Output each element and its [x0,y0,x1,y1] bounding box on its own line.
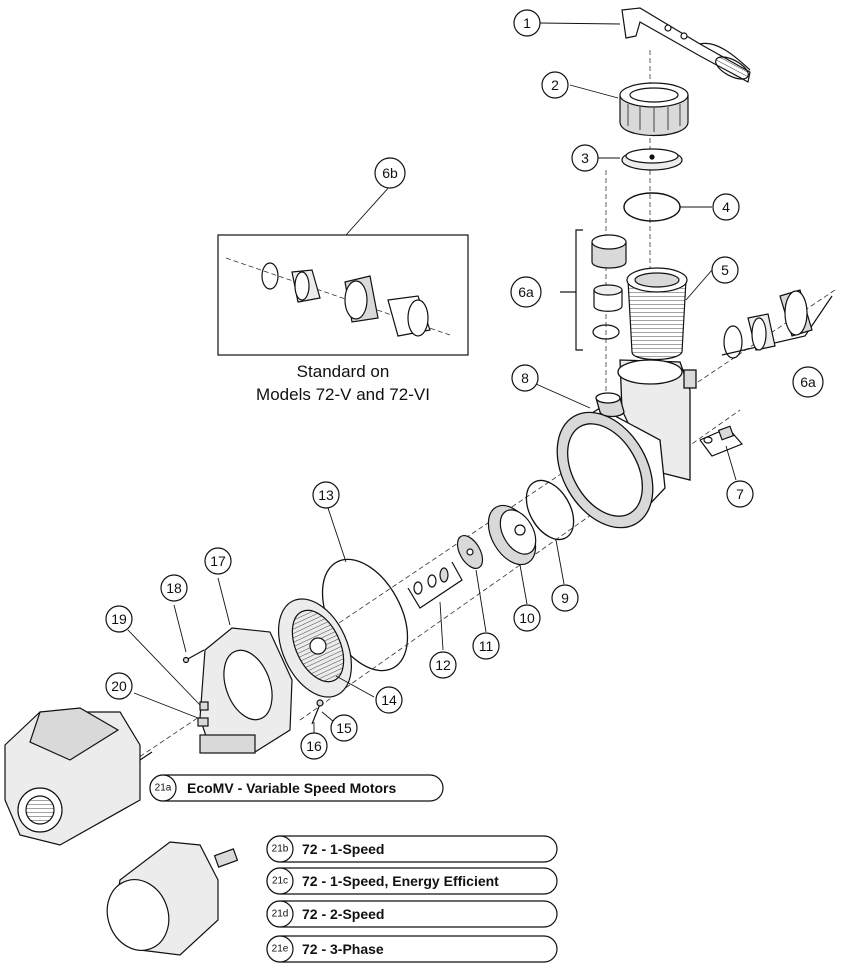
motor-option-21d: 21d 72 - 2-Speed [266,900,558,928]
part-4-lid-o-ring [623,192,681,222]
callout-18: 18 [166,580,182,596]
inset-caption: Standard on Models 72-V and 72-VI [218,360,468,406]
part-2-lock-ring [619,82,689,136]
callout-4: 4 [722,199,730,215]
leader-lines [127,22,737,733]
callout-labels: 1 2 3 4 5 6a 6a 6b 7 8 9 10 11 12 13 14 … [111,15,816,754]
motor-tag-21a: 21a [155,783,172,794]
callout-6b: 6b [382,165,398,181]
motor-label-21e: 72 - 3-Phase [302,941,384,957]
motor-tag-21b: 21b [272,844,289,855]
part-17-motor-bracket [199,627,293,754]
callout-3: 3 [581,150,589,166]
part-8-pump-housing [556,359,697,529]
part-14-seal-plate [278,598,352,698]
callout-6a-right: 6a [800,374,816,390]
part-3-strainer-lid [621,148,683,171]
part-5-strainer-basket [626,267,688,361]
motor-tag-21d: 21d [272,909,289,920]
callout-9: 9 [561,590,569,606]
callout-1: 1 [523,15,531,31]
callout-6a-left: 6a [518,284,534,300]
callout-20: 20 [111,678,127,694]
callout-13: 13 [318,487,334,503]
motor-tag-21c: 21c [272,876,288,887]
callout-11: 11 [479,638,494,654]
motor-tag-21e: 21e [272,944,289,955]
motor-label-21c: 72 - 1-Speed, Energy Efficient [302,873,499,889]
motor-label-21a: EcoMV - Variable Speed Motors [187,780,396,796]
callout-17: 17 [210,553,226,569]
inset-6b-box [217,234,469,356]
motor-option-21a: 21a EcoMV - Variable Speed Motors [149,774,444,802]
part-6a-left-group [560,229,627,351]
callout-7: 7 [736,486,744,502]
callout-8: 8 [521,370,529,386]
part-10-diffuser [487,504,537,566]
motor-option-21b: 21b 72 - 1-Speed [266,835,558,863]
callout-10: 10 [519,610,535,626]
motor-label-21d: 72 - 2-Speed [302,906,384,922]
motor-21b-e-standard [106,841,239,956]
part-6a-right-group [721,289,833,359]
callout-19: 19 [111,611,127,627]
part-15-16-bolt [311,699,324,725]
part-19-clip [199,701,209,711]
inset-caption-line2: Models 72-V and 72-VI [256,385,430,404]
part-9-housing-o-ring [525,479,575,541]
callout-2: 2 [551,77,559,93]
part-20-clip [197,717,209,727]
motor-option-21c: 21c 72 - 1-Speed, Energy Efficient [266,867,558,895]
part-7-drain-plug [699,425,744,457]
inset-caption-line1: Standard on [296,362,390,381]
part-11-impeller [456,535,484,569]
callout-14: 14 [381,692,397,708]
part-12-shaft-seal [407,561,463,609]
callout-15: 15 [336,720,352,736]
callout-16: 16 [306,738,322,754]
callout-circles [105,9,824,760]
part-1-lid-wrench [621,7,751,83]
motor-label-21b: 72 - 1-Speed [302,841,384,857]
callout-5: 5 [721,262,729,278]
callout-12: 12 [435,657,451,673]
motor-option-21e: 21e 72 - 3-Phase [266,935,558,963]
part-18-screw [182,649,205,664]
motor-21a-variable-speed [4,707,153,846]
motor-options: 21a EcoMV - Variable Speed Motors 21b 72… [149,774,558,963]
